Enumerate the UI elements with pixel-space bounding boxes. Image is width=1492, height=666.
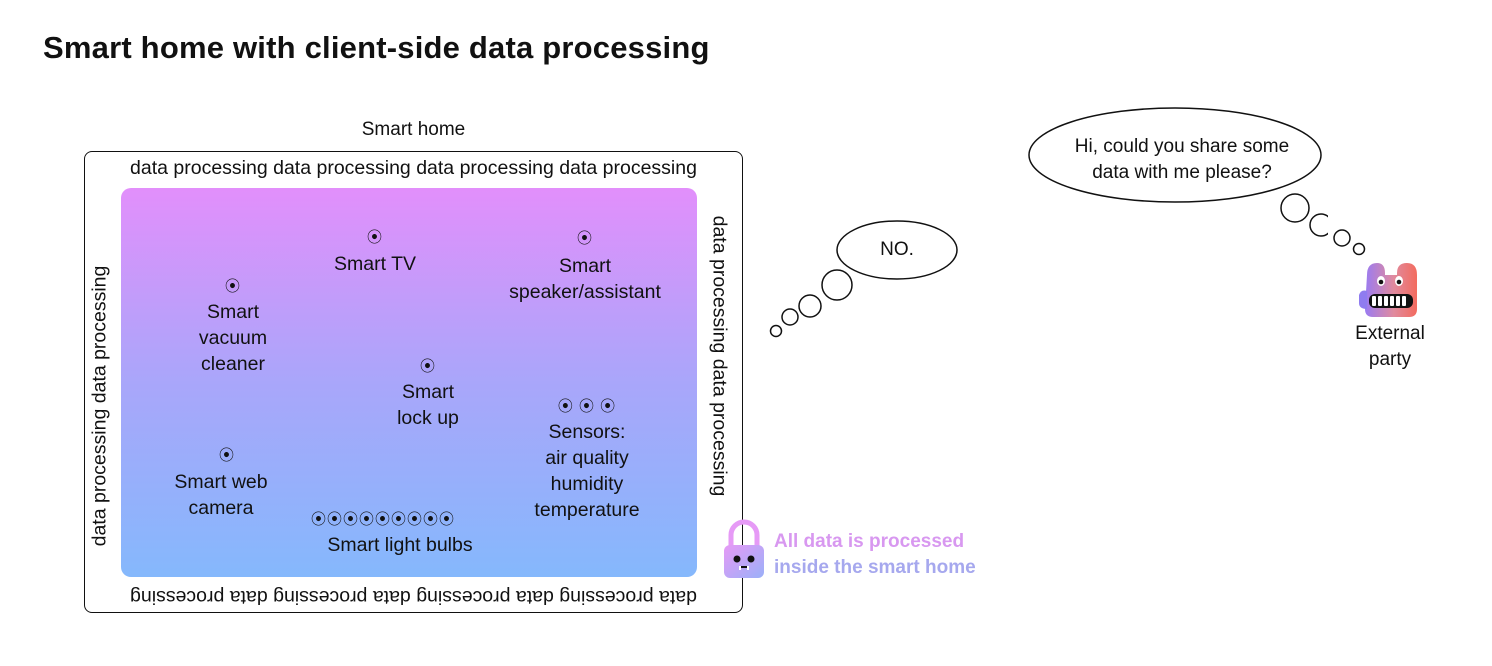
grinning-monster-icon [1359,263,1417,317]
device-smart-lock: Smart lock up [397,379,459,431]
device-label: Smart TV [334,253,416,275]
circled-dot-icon: ⦿ [218,447,236,464]
circled-dot-icon: ⦿ [366,229,384,246]
device-label: speaker/assistant [509,281,661,303]
device-smart-web-camera: Smart web camera [174,469,267,521]
circled-dot-icon: ⦿⦿⦿⦿⦿⦿⦿⦿⦿ [310,511,456,528]
device-label: Smart [558,255,611,277]
circled-dot-icon: ⦿ [419,358,437,375]
lock-note: All data is processed inside the smart h… [774,529,976,581]
device-label: humidity [550,473,624,495]
device-label: temperature [534,499,640,521]
page-title: Smart home with client-side data process… [43,30,710,65]
request-thought-bubble [1028,107,1328,237]
smart-home-frame [84,151,743,613]
device-label: Smart [401,381,455,403]
device-label: Smart web [174,471,268,493]
padlock-icon [724,519,764,578]
data-processing-top: data processing data processing data pro… [130,157,697,179]
devices-area [121,188,697,577]
reply-bubble-text: NO. [880,239,914,260]
request-bubble-line2: data with me please? [1092,162,1272,183]
device-label: cleaner [201,353,265,375]
data-processing-right: data processing data processing [708,215,731,497]
device-label: vacuum [198,327,268,349]
device-label: Sensors: [548,421,626,443]
device-label: lock up [397,407,459,429]
request-bubble-text: Hi, could you share some data with me pl… [1075,134,1289,186]
data-processing-bottom: data processing data processing data pro… [130,586,697,608]
request-bubble-small-circles [1333,229,1366,256]
device-label: camera [188,497,254,519]
circled-dot-icon: ⦿ [576,230,594,247]
device-label: Smart [206,301,259,323]
lock-note-line1: All data is processed [774,531,965,552]
external-party-line1: External [1355,323,1425,344]
lock-note-line2: inside the smart home [774,557,976,578]
device-smart-vacuum: Smart vacuum cleaner [199,299,267,377]
device-smart-speaker: Smart speaker/assistant [509,253,661,305]
circled-dot-icon: ⦿ [224,278,242,295]
device-label: air quality [545,447,629,469]
external-party-line2: party [1368,349,1412,370]
device-smart-light-bulbs: Smart light bulbs [327,532,472,558]
reply-thought-bubble [769,220,958,338]
request-bubble-line1: Hi, could you share some [1074,136,1290,157]
smart-home-label: Smart home [361,119,466,140]
device-sensors: Sensors: air quality humidity temperatur… [534,419,639,523]
circled-dot-icon: ⦿ ⦿ ⦿ [557,398,617,415]
data-processing-left: data processing data processing [88,265,111,547]
external-party-label: External party [1330,321,1450,373]
device-label: Smart light bulbs [327,534,473,556]
device-smart-tv: Smart TV [334,251,416,277]
